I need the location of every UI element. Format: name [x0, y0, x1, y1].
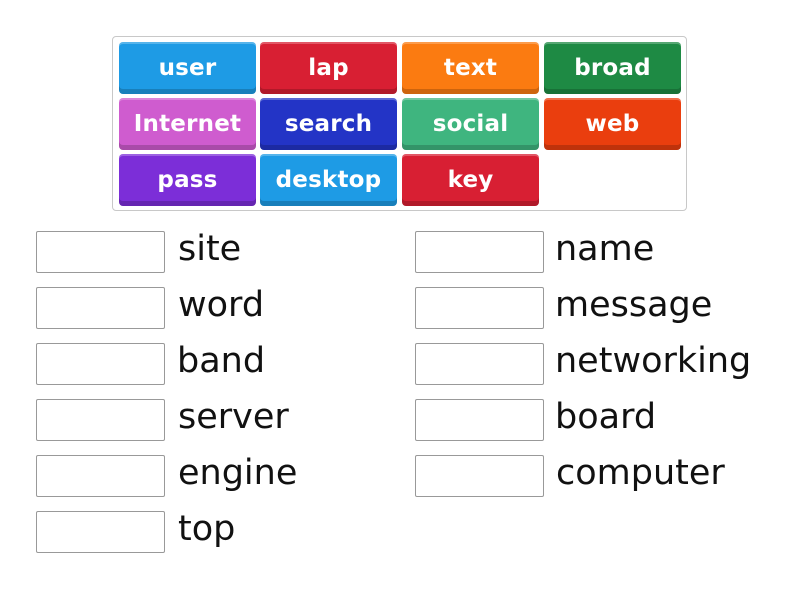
drop-slot[interactable]	[415, 231, 544, 273]
target-suffix: site	[178, 229, 242, 269]
target-suffix: message	[555, 285, 713, 325]
tile-social[interactable]: social	[402, 98, 539, 150]
drop-slot[interactable]	[415, 455, 544, 497]
drop-slot[interactable]	[36, 455, 165, 497]
target-suffix: board	[555, 397, 657, 437]
tile-lap[interactable]: lap	[260, 42, 397, 94]
target-suffix: computer	[556, 453, 725, 493]
target-suffix: word	[178, 285, 265, 325]
drop-slot[interactable]	[36, 511, 165, 553]
tile-text[interactable]: text	[402, 42, 539, 94]
tile-internet[interactable]: Internet	[119, 98, 256, 150]
target-suffix: engine	[178, 453, 298, 493]
target-suffix: name	[555, 229, 655, 269]
tile-broad[interactable]: broad	[544, 42, 681, 94]
drop-slot[interactable]	[415, 399, 544, 441]
target-suffix: top	[178, 509, 236, 549]
drop-slot[interactable]	[36, 287, 165, 329]
tile-search[interactable]: search	[260, 98, 397, 150]
target-suffix: networking	[555, 341, 752, 381]
tile-user[interactable]: user	[119, 42, 256, 94]
drop-slot[interactable]	[36, 231, 165, 273]
drop-slot[interactable]	[415, 343, 544, 385]
target-suffix: server	[178, 397, 289, 437]
tile-desktop[interactable]: desktop	[260, 154, 397, 206]
tile-key[interactable]: key	[402, 154, 539, 206]
drop-slot[interactable]	[415, 287, 544, 329]
drop-slot[interactable]	[36, 343, 165, 385]
target-suffix: band	[177, 341, 266, 381]
tile-pass[interactable]: pass	[119, 154, 256, 206]
tile-web[interactable]: web	[544, 98, 681, 150]
drop-slot[interactable]	[36, 399, 165, 441]
